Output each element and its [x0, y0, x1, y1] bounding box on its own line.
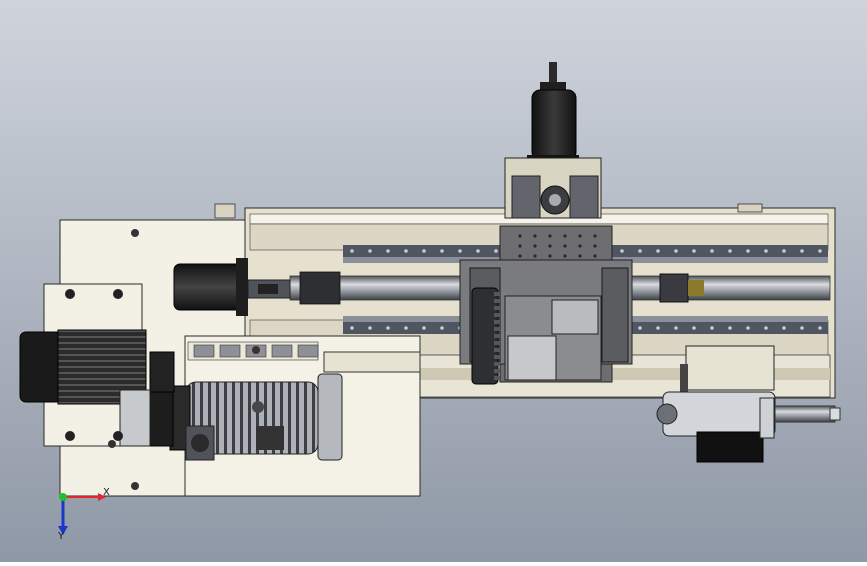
- rail-bolt-hole: [656, 249, 660, 253]
- x-axis-servo-motor: [173, 258, 291, 316]
- rail-bolt-hole: [728, 249, 732, 253]
- turret-tooth: [494, 320, 500, 324]
- carriage-bolt-hole: [533, 244, 537, 248]
- rail-bolt-hole: [368, 249, 372, 253]
- headstock-slot: [219, 344, 241, 358]
- rail-bolt-hole: [440, 326, 444, 330]
- rail-bolt-hole: [476, 249, 480, 253]
- rail-bolt-hole: [710, 249, 714, 253]
- rail-bolt-hole: [728, 326, 732, 330]
- rail-bolt-hole: [458, 249, 462, 253]
- rail-bolt-hole: [440, 249, 444, 253]
- rail-bolt-hole: [710, 326, 714, 330]
- headstock-slot: [271, 344, 293, 358]
- turret-tooth: [494, 306, 500, 310]
- rail-bolt-hole: [782, 249, 786, 253]
- rail-bolt-hole: [350, 249, 354, 253]
- x-axis-label: X: [103, 487, 110, 498]
- rail-bolt-hole: [386, 326, 390, 330]
- rail-bolt-hole: [746, 326, 750, 330]
- carriage-bolt-hole: [533, 234, 537, 238]
- rail-bolt-hole: [638, 249, 642, 253]
- carriage-bolt-hole: [578, 234, 582, 238]
- rail-bolt-hole: [674, 249, 678, 253]
- tailstock: [656, 345, 841, 463]
- rail-bolt-hole: [764, 249, 768, 253]
- rail-bolt-hole: [494, 249, 498, 253]
- z-axis-dot: [59, 493, 67, 501]
- rail-bolt-hole: [638, 326, 642, 330]
- turret-tooth: [494, 362, 500, 366]
- rail-bolt-hole: [368, 326, 372, 330]
- carriage-bolt-hole: [593, 244, 597, 248]
- coordinate-triad: [58, 493, 106, 535]
- carriage-bolt-hole: [533, 254, 537, 258]
- turret-tooth: [494, 369, 500, 373]
- rail-bolt-hole: [404, 326, 408, 330]
- rail-bolt-hole: [800, 326, 804, 330]
- turret-tooth: [494, 355, 500, 359]
- carriage-bolt-hole: [518, 244, 522, 248]
- rail-bolt-hole: [386, 249, 390, 253]
- y-axis-arrowhead: [58, 526, 68, 535]
- rail-bolt-hole: [746, 249, 750, 253]
- carriage-bolt-hole: [563, 254, 567, 258]
- rail-bolt-hole: [818, 326, 822, 330]
- turret-tooth: [494, 376, 500, 380]
- carriage-bolt-hole: [563, 234, 567, 238]
- headstock-slot: [193, 344, 215, 358]
- tool-turret: [471, 287, 500, 385]
- carriage-bolt-hole: [578, 244, 582, 248]
- carriage-bolt-hole: [518, 234, 522, 238]
- carriage-bolt-hole: [548, 254, 552, 258]
- carriage-bolt-hole: [578, 254, 582, 258]
- rail-bolt-hole: [656, 326, 660, 330]
- rail-bolt-hole: [620, 249, 624, 253]
- mounting-bolts: [108, 229, 260, 490]
- rail-bolt-hole: [782, 326, 786, 330]
- carriage-bolt-hole: [593, 234, 597, 238]
- carriage-bolt-hole: [518, 254, 522, 258]
- turret-tooth: [494, 292, 500, 296]
- carriage-bolt-hole: [563, 244, 567, 248]
- carriage-bolt-hole: [548, 244, 552, 248]
- rail-bolt-hole: [800, 249, 804, 253]
- spindle-drive-motor: [19, 283, 151, 447]
- rail-bolt-hole: [674, 326, 678, 330]
- rail-bolt-hole: [818, 249, 822, 253]
- rail-bolt-hole: [404, 249, 408, 253]
- rail-bolt-hole: [422, 249, 426, 253]
- y-axis-label: Y: [58, 531, 65, 542]
- turret-tooth: [494, 348, 500, 352]
- carriage-bolt-hole: [593, 254, 597, 258]
- rail-bolt-hole: [764, 326, 768, 330]
- rail-bolt-hole: [422, 326, 426, 330]
- turret-tooth: [494, 299, 500, 303]
- turret-tooth: [494, 341, 500, 345]
- turret-tooth: [494, 334, 500, 338]
- carriage-bolt-hole: [548, 234, 552, 238]
- turret-tooth: [494, 313, 500, 317]
- z-axis-servo-motor: [504, 62, 602, 219]
- rail-bolt-hole: [692, 249, 696, 253]
- turret-tooth: [494, 327, 500, 331]
- rail-bolt-hole: [350, 326, 354, 330]
- spindle-headstock: [144, 335, 421, 497]
- rail-bolt-hole: [692, 326, 696, 330]
- headstock-slot: [297, 344, 319, 358]
- x-axis-arrowhead: [98, 493, 106, 501]
